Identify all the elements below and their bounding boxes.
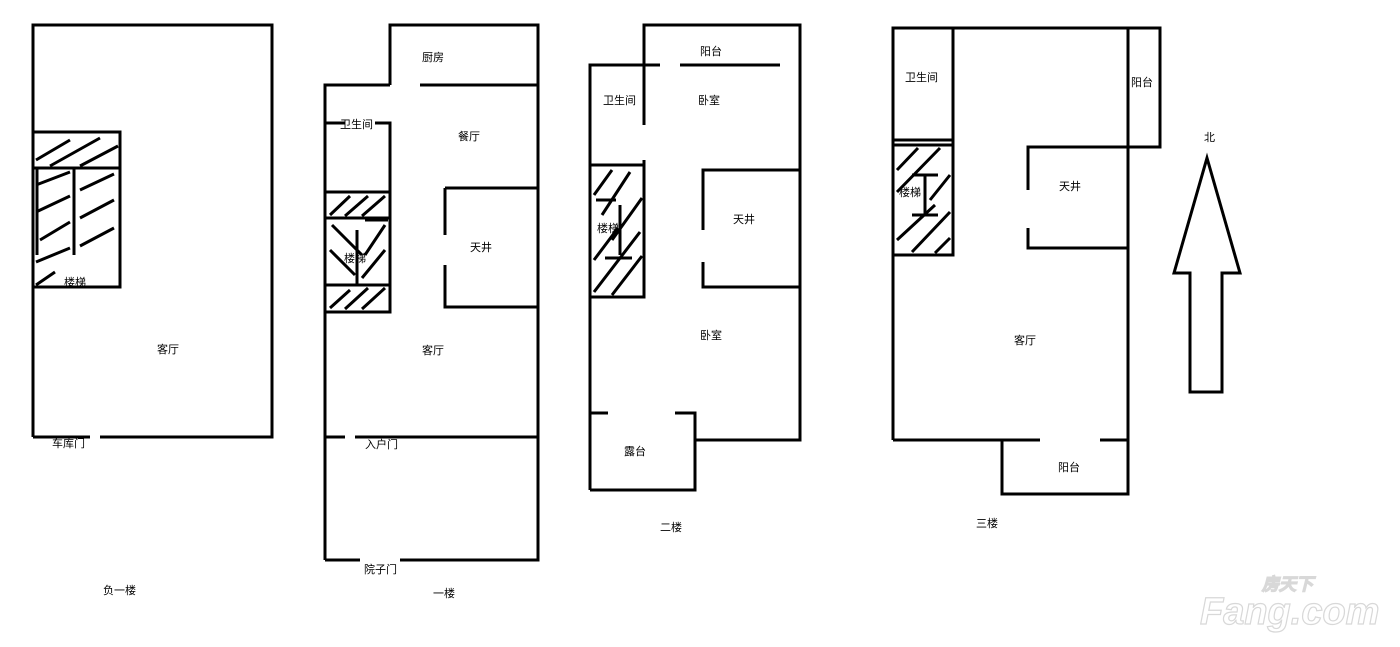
label-dining: 餐厅 xyxy=(458,129,480,143)
label-entry-door: 入户门 xyxy=(365,437,398,451)
watermark-cn: 房天下 xyxy=(1261,575,1316,594)
label-balcony2: 阳台 xyxy=(1058,460,1080,474)
north-arrow-icon xyxy=(1172,152,1242,394)
plan-third-floor: 卫生间 阳台 楼梯 天井 客厅 阳台 三楼 xyxy=(891,26,1162,530)
plan-title: 二楼 xyxy=(660,520,682,534)
plan-title: 三楼 xyxy=(976,516,998,530)
label-balcony: 阳台 xyxy=(700,44,722,58)
plan-title: 负一楼 xyxy=(103,583,136,597)
label-skylight: 天井 xyxy=(1059,179,1081,193)
label-stairs: 楼梯 xyxy=(64,275,86,289)
stair-hatch xyxy=(328,194,387,311)
label-stairs: 楼梯 xyxy=(344,251,366,265)
label-skylight: 天井 xyxy=(470,240,492,254)
label-bedroom2: 卧室 xyxy=(700,328,722,342)
label-bath: 卫生间 xyxy=(905,70,938,84)
watermark-en: Fang.com xyxy=(1200,591,1379,633)
label-living: 客厅 xyxy=(157,342,179,356)
label-yard-door: 院子门 xyxy=(364,562,397,576)
label-terrace: 露台 xyxy=(624,444,646,458)
north-label: 北 xyxy=(1204,131,1215,144)
plan-first-floor: 厨房 卫生间 餐厅 楼梯 天井 客厅 入户门 院子门 一楼 xyxy=(323,23,540,600)
watermark-logo: 房天下 Fang.com xyxy=(1199,574,1380,633)
label-garage-door: 车库门 xyxy=(52,436,85,450)
label-bedroom1: 卧室 xyxy=(698,93,720,107)
plan-basement: 楼梯 客厅 车库门 负一楼 xyxy=(31,23,274,597)
label-bath: 卫生间 xyxy=(340,117,373,131)
label-stairs: 楼梯 xyxy=(597,221,619,235)
stair-hatch xyxy=(592,169,644,296)
label-stairs: 楼梯 xyxy=(899,185,921,199)
label-skylight: 天井 xyxy=(733,212,755,226)
plan-title: 一楼 xyxy=(433,586,455,600)
plan-second-floor: 阳台 卫生间 卧室 楼梯 天井 卧室 露台 二楼 xyxy=(588,23,802,534)
label-balcony1: 阳台 xyxy=(1131,75,1153,89)
label-kitchen: 厨房 xyxy=(422,51,444,64)
label-living: 客厅 xyxy=(422,343,444,357)
label-bath: 卫生间 xyxy=(603,93,636,107)
stair-hatch xyxy=(35,136,119,287)
north-arrow: 北 xyxy=(1172,131,1242,394)
label-living: 客厅 xyxy=(1014,333,1036,347)
stair-hatch xyxy=(895,146,952,255)
